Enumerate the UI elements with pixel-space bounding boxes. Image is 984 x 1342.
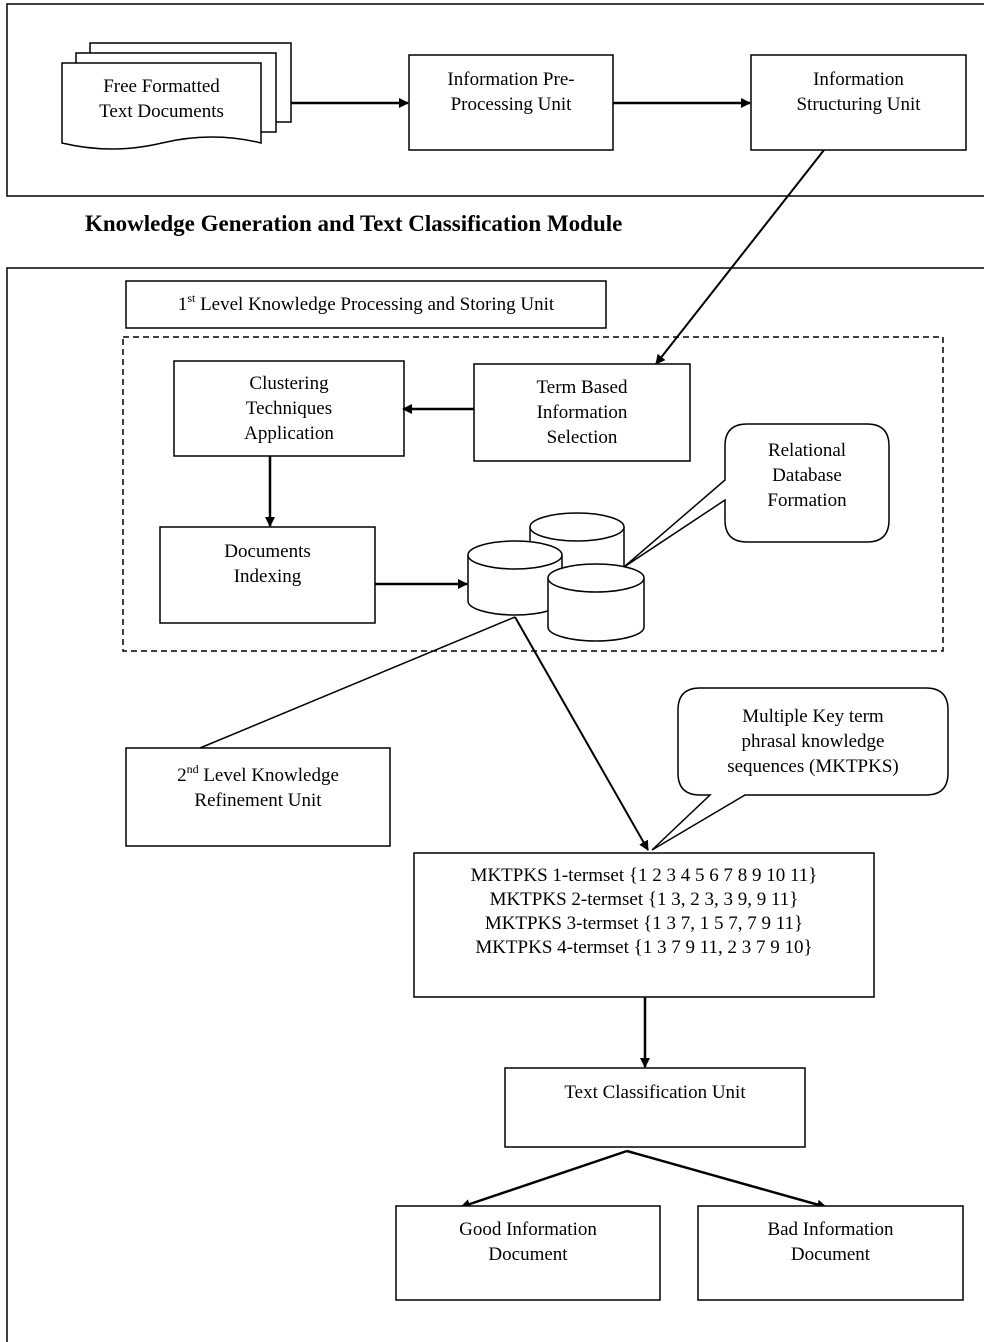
mktpks-line: MKTPKS 3-termset {1 3 7, 1 5 7, 7 9 11} [484, 913, 804, 934]
clustering-box [173, 360, 405, 457]
mktpks-line: MKTPKS 4-termset {1 3 7 9 11, 2 3 7 9 10… [475, 937, 813, 958]
module-title: Knowledge Generation and Text Classifica… [85, 211, 623, 236]
database-icon [467, 512, 645, 642]
arrow-classification-to-bad [626, 1149, 827, 1210]
bad-document-box [697, 1205, 964, 1301]
relational-callout-shape [623, 423, 890, 568]
mktpks-callout-shape [651, 687, 949, 851]
top-module-frame [6, 3, 984, 197]
level2-box [125, 747, 391, 847]
mktpks-line: MKTPKS 1-termset {1 2 3 4 5 6 7 8 9 10 1… [470, 865, 818, 886]
main-module-frame [6, 267, 984, 1342]
classification-box [504, 1067, 806, 1148]
structuring-box [750, 54, 967, 151]
mktpks-line: MKTPKS 2-termset {1 3, 2 3, 3 9, 9 11} [489, 889, 799, 910]
indexing-box [159, 526, 376, 624]
level1-label-box [125, 280, 607, 329]
link-database-to-level2 [199, 616, 516, 749]
arrow-database-to-mktpks [514, 616, 649, 851]
mktpks-box [413, 852, 875, 998]
classification-label: Text Classification Unit [564, 1082, 746, 1103]
mktpks-termsets-list: MKTPKS 1-termset {1 2 3 4 5 6 7 8 9 10 1… [414, 864, 874, 960]
preprocessing-label: Information Pre-Processing Unit [447, 69, 575, 115]
term-selection-box [473, 363, 691, 462]
arrow-structuring-to-term-selection [655, 149, 825, 365]
level1-dashed-container [122, 336, 944, 652]
level1-label: 1st Level Knowledge Processing and Stori… [177, 291, 555, 315]
good-document-box [395, 1205, 661, 1301]
arrow-classification-to-good [460, 1149, 628, 1209]
documents-stack-shape [61, 42, 292, 150]
level2-label: 2nd Level Knowledge Refinement Unit [177, 762, 339, 811]
